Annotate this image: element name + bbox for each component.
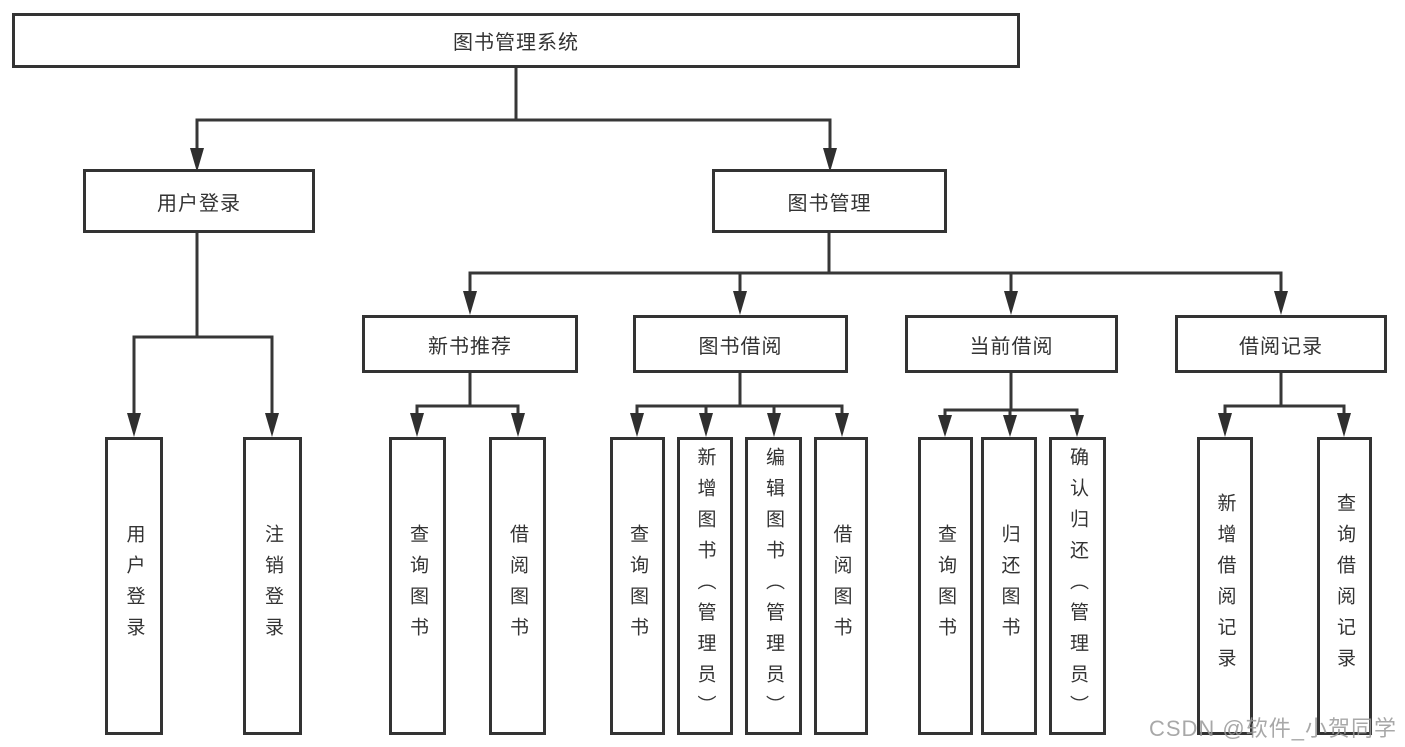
leaf-query-books-current: 查询图书 [918,437,973,735]
leaf-logout: 注销登录 [243,437,302,735]
node-borrow-records: 借阅记录 [1175,315,1387,373]
node-label: 注销登录 [262,524,283,648]
node-label: 查询图书 [627,524,648,648]
node-label: 用户登录 [123,524,145,648]
leaf-confirm-return-admin: 确认归还（管理员） [1049,437,1106,735]
node-label: 图书管理系统 [453,32,579,54]
leaf-query-books-recommend: 查询图书 [389,437,446,735]
leaf-user-login: 用户登录 [105,437,163,735]
node-label: 用户登录 [157,192,241,215]
leaf-add-books-admin: 新增图书（管理员） [677,437,733,735]
leaf-borrow-books: 借阅图书 [814,437,868,735]
node-label: 图书借阅 [698,335,783,358]
node-label: 新书推荐 [428,335,512,358]
leaf-add-borrow-record: 新增借阅记录 [1197,437,1253,735]
node-label: 借阅图书 [830,524,852,648]
node-label: 新增图书（管理员） [694,446,716,726]
node-label: 确认归还（管理员） [1067,446,1088,726]
node-current-borrow: 当前借阅 [905,315,1118,373]
node-user-login: 用户登录 [83,169,315,233]
leaf-query-borrow-record: 查询借阅记录 [1317,437,1372,735]
node-book-management: 图书管理 [712,169,947,233]
node-label: 图书管理 [787,192,872,215]
node-label: 查询借阅记录 [1334,493,1355,679]
leaf-edit-books-admin: 编辑图书（管理员） [745,437,802,735]
node-label: 借阅图书 [507,524,528,648]
node-label: 查询图书 [407,524,428,648]
node-book-borrow: 图书借阅 [633,315,848,373]
node-label: 归还图书 [998,524,1020,648]
node-label: 借阅记录 [1239,335,1323,358]
leaf-borrow-books-recommend: 借阅图书 [489,437,546,735]
csdn-watermark: CSDN @软件_小贺同学 [1148,716,1397,741]
leaf-return-books: 归还图书 [981,437,1037,735]
node-new-book-recommend: 新书推荐 [362,315,578,373]
node-label: 查询图书 [935,524,956,648]
leaf-query-books-borrow: 查询图书 [610,437,665,735]
node-label: 当前借阅 [969,335,1054,358]
node-library-management-system: 图书管理系统 [12,13,1020,68]
node-label: 新增借阅记录 [1214,493,1236,679]
node-label: 编辑图书（管理员） [763,446,784,726]
